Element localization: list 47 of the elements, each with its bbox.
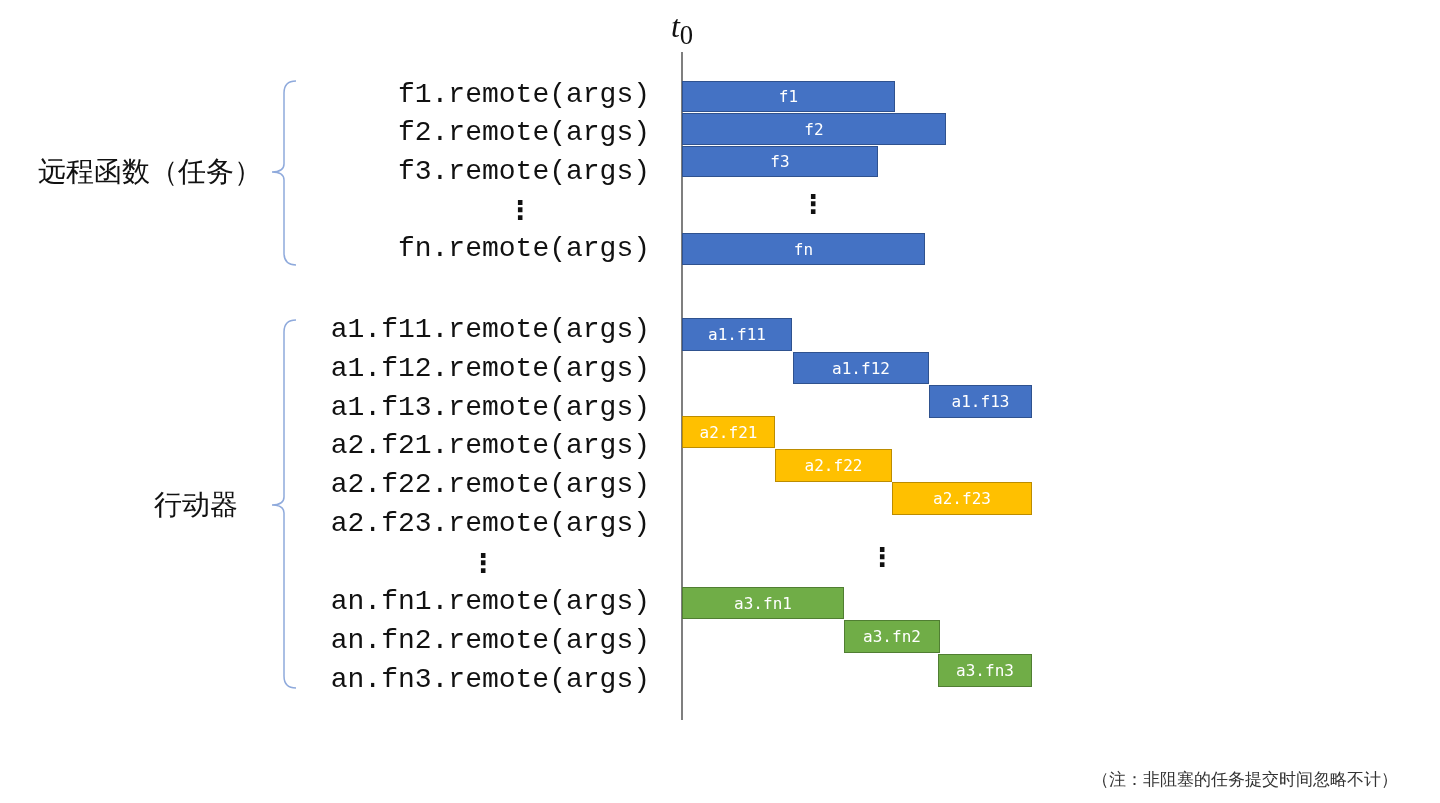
- task-label: a2.f22: [804, 456, 863, 475]
- task-label: a2.f21: [699, 422, 758, 442]
- code-line: an.fn1.remote(args): [330, 588, 650, 616]
- task-bar: [682, 416, 775, 448]
- task-label: f3: [770, 152, 790, 171]
- code-line: a2.f21.remote(args): [330, 432, 650, 460]
- task-label: a2.f23: [933, 489, 991, 508]
- code-line: a1.f12.remote(args): [330, 355, 650, 383]
- ellipsis: ⋮: [800, 191, 826, 217]
- task-bar: [929, 385, 1032, 418]
- task-bar: [938, 654, 1032, 687]
- code-line: f3.remote(args): [397, 158, 650, 186]
- task-label: a1.f11: [708, 325, 766, 344]
- task-bar: [775, 449, 892, 482]
- task-label: a3.fn2: [863, 627, 921, 646]
- task-label: a1.f13: [951, 392, 1010, 411]
- task-bar: [892, 482, 1032, 515]
- task-label: fn: [793, 239, 814, 259]
- group-label: 行动器: [154, 491, 238, 519]
- ellipsis: ⋮: [507, 197, 533, 223]
- task-bar: [682, 587, 844, 619]
- code-line: a1.f11.remote(args): [330, 316, 650, 344]
- code-line: a1.f13.remote(args): [330, 394, 650, 422]
- task-bar: [682, 318, 792, 351]
- task-bar: [844, 620, 940, 653]
- ellipsis: ⋮: [470, 550, 496, 576]
- task-bar: [682, 146, 878, 177]
- task-bar: [682, 113, 946, 145]
- time-label: t$_{0}$: [670, 10, 694, 50]
- footnote: （注：非阻塞的任务提交时间忽略不计）: [1092, 770, 1398, 788]
- task-label: a1.f12: [832, 358, 890, 378]
- ellipsis: ⋮: [869, 544, 895, 570]
- code-line: f2.remote(args): [397, 119, 650, 147]
- task-bar: [793, 352, 929, 384]
- code-line: an.fn2.remote(args): [330, 627, 650, 655]
- code-line: a2.f22.remote(args): [330, 471, 650, 499]
- task-bar: [682, 81, 895, 112]
- code-line: fn.remote(args): [397, 235, 650, 263]
- task-label: f2: [804, 119, 824, 139]
- task-label: f1: [778, 87, 799, 106]
- task-bar: [682, 233, 925, 265]
- group-label: 远程函数（任务）: [38, 158, 262, 186]
- code-line: f1.remote(args): [397, 81, 650, 109]
- code-line: a2.f23.remote(args): [330, 510, 650, 538]
- task-label: a3.fn1: [734, 593, 792, 613]
- task-label: a3.fn3: [956, 661, 1014, 680]
- code-line: an.fn3.remote(args): [330, 666, 650, 694]
